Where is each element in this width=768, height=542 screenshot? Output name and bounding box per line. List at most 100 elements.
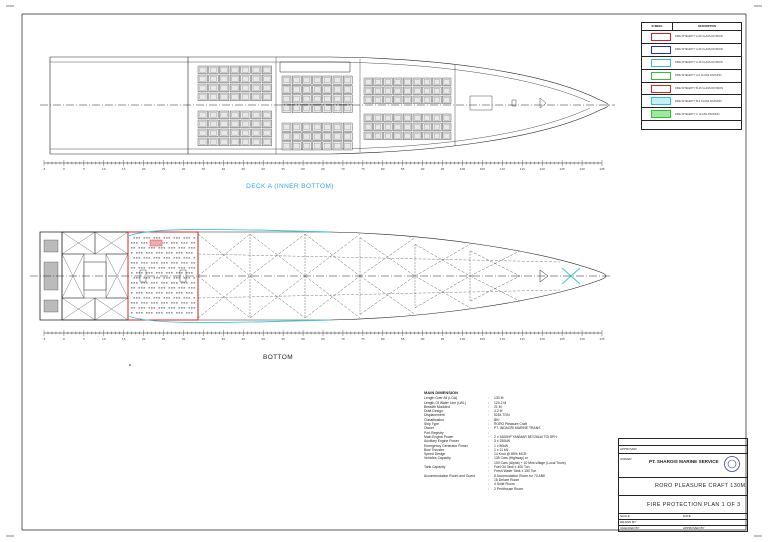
cabin-cell xyxy=(281,132,292,141)
dimension-row: :2 Penthouse Room xyxy=(424,487,614,491)
cabin-cell xyxy=(383,86,393,95)
svg-text:125: 125 xyxy=(559,167,565,171)
dimension-key: Auxiliary Engine Power xyxy=(424,439,459,444)
dimension-key: Speed Design xyxy=(424,452,446,457)
cabin-cell xyxy=(240,65,251,74)
svg-text:10: 10 xyxy=(102,337,106,341)
dimension-value: BKI xyxy=(494,417,500,422)
deck-a-cabins-fwd xyxy=(363,77,452,140)
cabin-cell xyxy=(281,94,292,104)
dimension-value: 18 Deluxe Room xyxy=(494,477,520,482)
cabin-cell xyxy=(292,75,302,85)
cabin-cell xyxy=(412,131,422,140)
cabin-cell xyxy=(403,77,412,86)
dimension-value: 4 Suite Room xyxy=(494,482,515,487)
dimension-key: Port Registry xyxy=(424,430,444,435)
cabin-cell xyxy=(383,95,393,104)
cabin-cell xyxy=(229,65,240,74)
svg-text:60: 60 xyxy=(301,167,305,171)
cabin-cell xyxy=(363,113,373,122)
cabin-cell xyxy=(442,113,452,122)
dimension-row: Port Registry: xyxy=(424,431,614,435)
cabin-cell xyxy=(343,141,353,151)
cabin-cell xyxy=(403,122,412,131)
dimension-row: Emergency Generator Power:1 x 80kW xyxy=(424,444,614,448)
legend-row: FIRE INTEGRITY C CLASS DIVISION xyxy=(642,108,741,122)
svg-text:100: 100 xyxy=(460,167,466,171)
cabin-cell xyxy=(240,83,251,92)
drawing-title: FIRE PROTECTION PLAN 1 OF 3 xyxy=(647,502,741,508)
dimension-row: Bow Thruster:1 x 11 kN xyxy=(424,448,614,452)
legend-swatch xyxy=(651,97,671,106)
dimension-key xyxy=(424,487,488,491)
dimension-key: Draft Design xyxy=(424,409,443,414)
dimension-value: 100 Cars (Alpha) + 10 Mini-village (Loca… xyxy=(494,460,566,465)
cabin-cell xyxy=(281,104,292,113)
dimension-row: Ship Type:RORO Pleasure Craft xyxy=(424,422,614,426)
cabin-cell xyxy=(373,122,383,131)
dimension-colon: : xyxy=(488,404,489,409)
cabin-cell xyxy=(332,75,343,85)
cabin-cell xyxy=(393,95,403,104)
main-dimension-heading: MAIN DIMENSION xyxy=(424,390,458,395)
cabin-cell xyxy=(229,83,240,92)
machinery-detail xyxy=(131,237,196,314)
cabin-cell xyxy=(403,95,412,104)
cabin-cell xyxy=(432,77,442,86)
svg-text:90: 90 xyxy=(421,337,425,341)
cabin-cell xyxy=(373,95,383,104)
cabin-cell xyxy=(197,110,208,119)
svg-text:40: 40 xyxy=(222,167,226,171)
deck-a-plan xyxy=(49,56,609,155)
cabin-cell xyxy=(412,86,422,95)
company-seal-icon xyxy=(724,456,740,472)
dimension-key: Vehicles Capacity xyxy=(424,456,451,461)
cabin-cell xyxy=(219,119,230,128)
cabin-cell xyxy=(262,65,272,74)
cabin-cell xyxy=(197,119,208,128)
svg-text:130: 130 xyxy=(579,337,585,341)
cabin-cell xyxy=(262,83,272,92)
cabin-cell xyxy=(229,137,240,146)
cabin-cell xyxy=(363,131,373,140)
legend-row: FIRE INTEGRITY A-15 CLASS DIVISION xyxy=(642,57,741,70)
cabin-cell xyxy=(412,122,422,131)
legend-description: FIRE INTEGRITY C CLASS DIVISION xyxy=(675,112,720,116)
cabin-cell xyxy=(412,95,422,104)
cabin-cell xyxy=(403,86,412,95)
cabin-cell xyxy=(240,74,251,83)
cabin-cell xyxy=(383,122,393,131)
cabin-cell xyxy=(312,85,322,94)
cabin-cell xyxy=(219,92,230,101)
cabin-cell xyxy=(343,94,353,104)
dimension-key: Classification xyxy=(424,417,444,422)
svg-text:75: 75 xyxy=(361,167,365,171)
cabin-cell xyxy=(262,110,272,119)
dimension-value: PT. INDAGRI MARINE TRANS xyxy=(494,426,541,431)
sheet-border xyxy=(21,13,747,531)
cabin-cell xyxy=(422,77,432,86)
dimension-value: 5254 TON xyxy=(494,413,510,418)
cabin-cell xyxy=(422,113,432,122)
dimension-key: Emergency Generator Power xyxy=(424,443,468,448)
cabin-cell xyxy=(240,119,251,128)
cabin-cell xyxy=(343,85,353,94)
cabin-cell xyxy=(403,113,412,122)
dimension-value: 135 Cars (Highway) or xyxy=(494,456,528,461)
cabin-cell xyxy=(197,137,208,146)
legend-swatch xyxy=(651,45,671,54)
svg-text:80: 80 xyxy=(381,337,385,341)
dimension-row: Length Of Water Line (LWL):124.2 M xyxy=(424,401,614,405)
bottom-label: BOTTOM xyxy=(263,354,293,361)
svg-text:95: 95 xyxy=(441,167,445,171)
svg-text:85: 85 xyxy=(401,167,405,171)
cabin-cell xyxy=(442,95,452,104)
cabin-cell xyxy=(197,128,208,137)
cabin-cell xyxy=(281,122,292,132)
svg-text:-5: -5 xyxy=(43,167,46,171)
legend-description: FIRE INTEGRITY A-0 CLASS DIVISION xyxy=(675,74,722,78)
svg-text:65: 65 xyxy=(321,337,325,341)
cabin-cell xyxy=(251,137,262,146)
cabin-cell xyxy=(302,141,312,151)
cabin-cell xyxy=(363,77,373,86)
